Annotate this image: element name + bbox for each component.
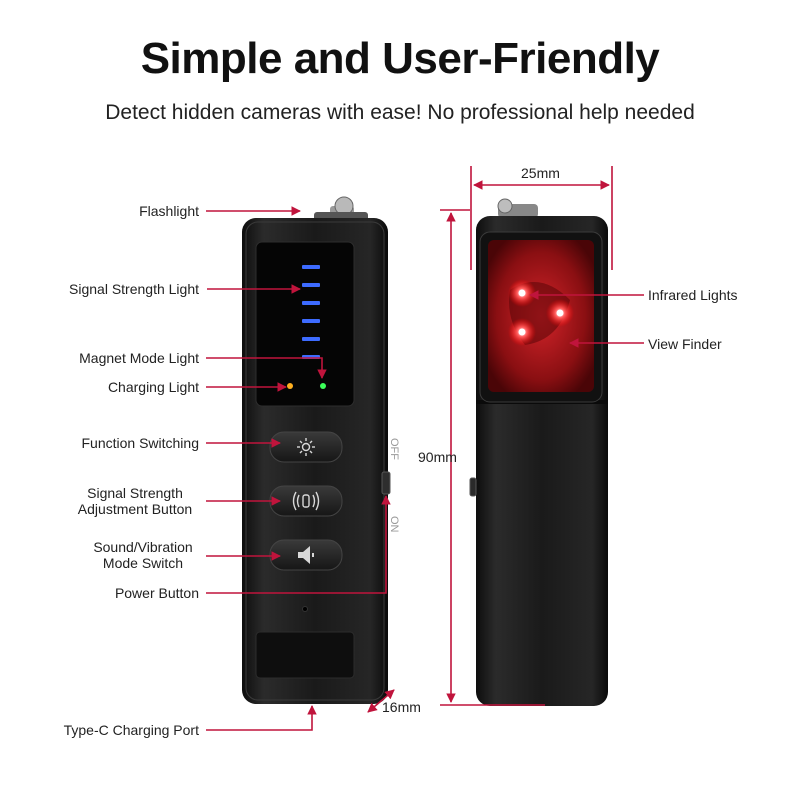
front-device — [242, 196, 391, 704]
sound-vibration-button[interactable] — [269, 539, 343, 571]
signal-adjust-button[interactable] — [269, 485, 343, 517]
label-view-finder: View Finder — [648, 336, 722, 352]
label-signal-adjust: Signal Strength Adjustment Button — [77, 485, 193, 517]
dimension-lines — [367, 166, 613, 713]
speaker-icon — [298, 546, 314, 564]
dimension-width: 25mm — [521, 165, 560, 181]
label-power-button: Power Button — [114, 585, 199, 601]
power-switch[interactable] — [381, 471, 391, 495]
charging-led — [287, 383, 293, 389]
label-signal-strength-light: Signal Strength Light — [69, 281, 199, 297]
on-mark: ON — [388, 516, 400, 533]
back-device — [469, 198, 608, 706]
signal-wave-icon — [292, 491, 320, 511]
label-magnet-mode-light: Magnet Mode Light — [79, 350, 199, 366]
page-title: Simple and User-Friendly — [140, 34, 660, 83]
magnet-led — [320, 383, 326, 389]
label-infrared-lights: Infrared Lights — [648, 287, 738, 303]
sun-icon — [297, 438, 315, 456]
label-sound-vibration: Sound/Vibration Mode Switch — [93, 539, 193, 571]
page-subtitle: Detect hidden cameras with ease! No prof… — [105, 101, 695, 124]
label-function-switching: Function Switching — [81, 435, 199, 451]
annotation-lines — [206, 206, 644, 731]
off-mark: OFF — [388, 438, 400, 460]
dimension-height: 90mm — [418, 449, 457, 465]
label-flashlight: Flashlight — [139, 203, 199, 219]
function-switch-button[interactable] — [269, 431, 343, 463]
label-type-c-port: Type-C Charging Port — [63, 722, 199, 738]
dimension-depth: 16mm — [382, 699, 421, 715]
label-charging-light: Charging Light — [107, 379, 199, 395]
